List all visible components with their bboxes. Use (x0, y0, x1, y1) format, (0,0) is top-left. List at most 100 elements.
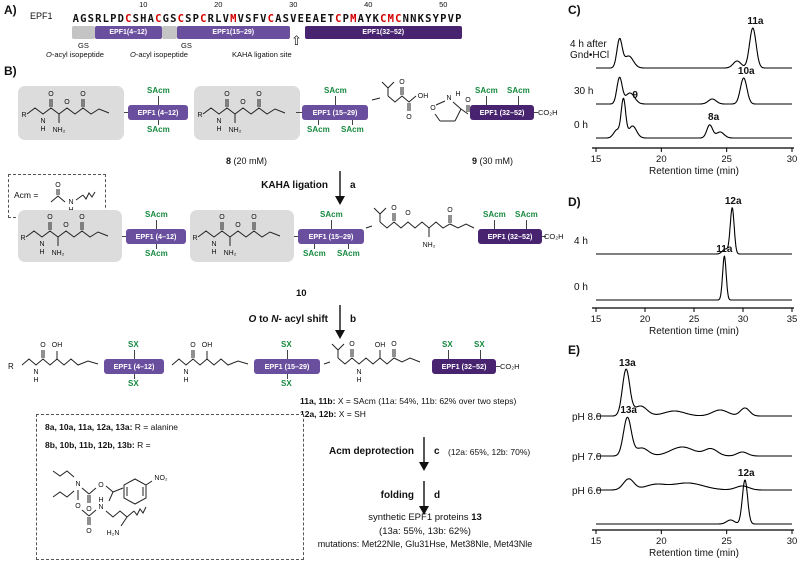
atom-label-h: H (455, 91, 460, 98)
x-definition-line-1: 11a, 11b: X = SAcm (11a: 54%, 11b: 62% o… (300, 396, 517, 406)
atom-label-n: N (211, 241, 216, 248)
sequence-char: L (102, 13, 109, 25)
r-group-label: R (8, 362, 14, 371)
svg-text:Retention time (min): Retention time (min) (649, 326, 739, 337)
sequence-char: G (80, 13, 87, 25)
co2h-label: CO₂H (500, 362, 520, 371)
kaha-site-arrow-icon: ⇧ (291, 33, 302, 48)
co2h-label: CO₂H (538, 108, 558, 117)
bond (335, 96, 336, 105)
sx-label: SX (442, 340, 453, 349)
gs-label-2: GS (181, 41, 192, 50)
segment-pill-epf1-15-29: EPF1 (15–29) (254, 359, 320, 374)
sequence-char: N (410, 13, 417, 25)
atom-label-h2n: H₂N (107, 530, 120, 537)
sequence-char: A (72, 13, 79, 25)
oacyl-o: O (46, 50, 52, 59)
sacm-label: SAcm (145, 210, 168, 219)
atom-label-nh2: NH₂ (423, 242, 436, 249)
compound-8-label: 8 (20 mM) (226, 156, 268, 166)
svg-text:25: 25 (721, 154, 732, 165)
sequence-char: Y (432, 13, 439, 25)
gs-label-1: GS (78, 41, 89, 50)
atom-label-o: O (40, 342, 46, 349)
sequence-char: C (395, 13, 402, 25)
atom-label-h: H (183, 377, 188, 384)
protein-name: EPF1 (30, 11, 53, 21)
bond (296, 112, 302, 113)
bond (534, 112, 538, 113)
atom-label-n: N (216, 118, 221, 125)
svg-text:25: 25 (689, 314, 700, 325)
segment-pill-epf1-4-12: EPF1 (4–12) (104, 359, 164, 374)
isopeptide-box-3: R O O O N H NH₂ (18, 210, 122, 262)
oacyl-rest: -acyl isopeptide (51, 50, 104, 59)
sequence-char: D (117, 13, 124, 25)
bond (287, 350, 288, 359)
sequence-char: C (125, 13, 132, 25)
bond (352, 120, 353, 125)
step-c-note: (12a: 65%, 12b: 70%) (448, 447, 531, 457)
atom-label-o: O (349, 341, 355, 348)
svg-text:20: 20 (656, 536, 667, 547)
atom-label-o: O (256, 91, 262, 98)
atom-label-nh2: NH₂ (229, 127, 242, 134)
svg-text:9: 9 (632, 90, 638, 101)
step-d-name: folding (380, 490, 414, 501)
sequence-char: V (260, 13, 267, 25)
panel-b: B) R O O O N H NH₂ EPF1 (4–12) SAcm SAcm… (0, 60, 566, 568)
sequence-char: V (447, 13, 454, 25)
bond (158, 96, 159, 105)
atom-label-o: O (86, 506, 92, 513)
svg-text:Retention time (min): Retention time (min) (649, 548, 739, 559)
svg-text:11a: 11a (747, 16, 764, 27)
sequence-char: V (290, 13, 297, 25)
atom-label-h: H (356, 377, 361, 384)
svg-text:4 h after: 4 h after (570, 39, 607, 50)
co2h-label: CO₂H (544, 232, 564, 241)
oacyl-rest: -acyl isopeptide (135, 50, 188, 59)
step-d-letter: d (434, 490, 441, 501)
r-def-line-b: 8b, 10b, 11b, 12b, 13b: R = (45, 440, 151, 450)
atom-label-n: N (183, 369, 188, 376)
svg-text:pH 8.0: pH 8.0 (572, 412, 602, 423)
isopeptide-box-1: R O O O N H NH₂ (18, 86, 124, 140)
segment-pill-epf1-4-12: EPF1 (4–12) (126, 229, 186, 244)
sequence-char: C (380, 13, 387, 25)
down-arrow-icon (419, 437, 429, 471)
step-c-letter: c (434, 446, 440, 457)
atom-label-o: O (391, 205, 397, 212)
atom-label-o: O (219, 214, 225, 221)
svg-text:20: 20 (640, 314, 651, 325)
bond (486, 96, 487, 105)
atom-label-n: N (75, 481, 80, 488)
compound-10-label: 10 (296, 288, 307, 299)
product-line-2: (13a: 55%, 13b: 62%) (379, 526, 471, 537)
bond (331, 220, 332, 229)
step-a-letter: a (350, 180, 356, 191)
bond (496, 366, 500, 367)
svg-text:8a: 8a (708, 112, 720, 123)
sequence-char: S (282, 13, 289, 25)
atom-label-o: O (64, 99, 70, 106)
sequence-char: A (312, 13, 319, 25)
sequence-char: H (140, 13, 147, 25)
sequence-char: C (200, 13, 207, 25)
sequence-char: S (87, 13, 94, 25)
atom-label-oh: OH (418, 93, 429, 100)
sequence-char: R (207, 13, 214, 25)
sequence-char: T (327, 13, 334, 25)
sequence-char: C (335, 13, 342, 25)
step-c-name: Acm deprotection (328, 446, 414, 457)
segment-pill-epf1-15-29: EPF1 (15–29) (298, 229, 364, 244)
svg-text:30 h: 30 h (574, 86, 593, 97)
sequence-char: C (155, 13, 162, 25)
sequence-char: E (320, 13, 327, 25)
atom-label-o: O (224, 91, 230, 98)
atom-label-o: O (399, 79, 405, 86)
sequence-char: P (342, 13, 349, 25)
sequence-char: F (252, 13, 259, 25)
atom-label-r: R (197, 112, 202, 119)
